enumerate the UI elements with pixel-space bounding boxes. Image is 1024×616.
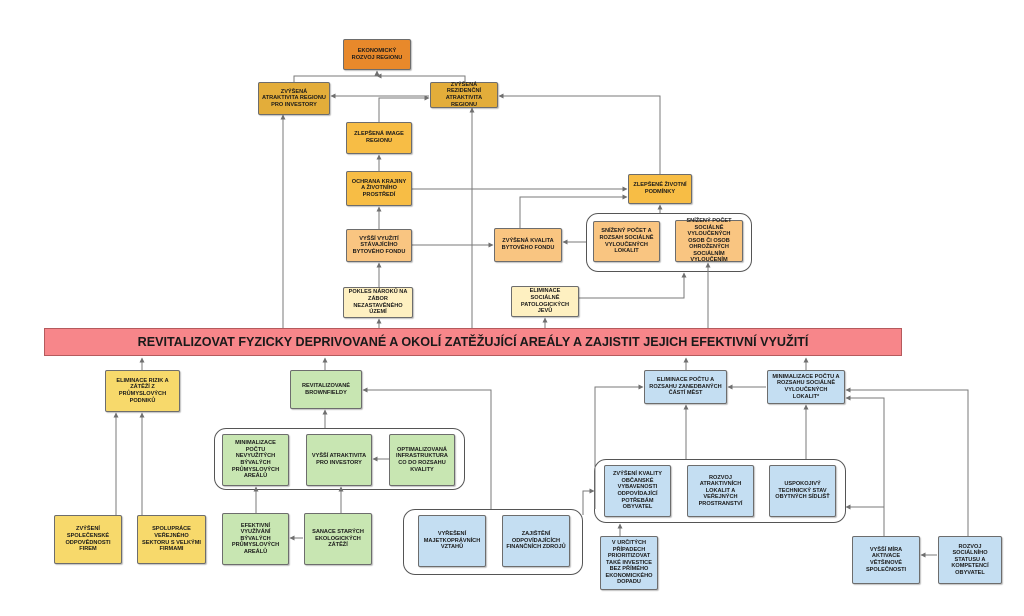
node-eliminace-rizik: ELIMINACE RIZIK A ZÁTĚŽÍ Z PRŮMYSLOVÝCH … <box>105 370 180 412</box>
node-kvalita-vybavenosti: ZVÝŠENÍ KVALITY OBČANSKÉ VYBAVENOSTI ODP… <box>604 465 671 517</box>
arrow-patologickych-to-social-group <box>579 272 687 299</box>
node-rozvoj-socialniho: ROZVOJ SOCIÁLNÍHO STATUSU A KOMPETENCÍ O… <box>938 536 1002 584</box>
arrow-kvalita-to-zivotni <box>519 194 628 228</box>
arrow-mira-to-vyloucenych <box>845 395 885 536</box>
main-goal-banner: REVITALIZOVAT FYZICKY DEPRIVOVANÉ A OKOL… <box>44 328 902 356</box>
node-ochrana-krajiny: OCHRANA KRAJINY A ŽIVOTNÍHO PROSTŘEDÍ <box>346 171 412 206</box>
node-snizeny-osob: SNÍŽENÝ POČET SOCIÁLNĚ VYLOUČENÝCH OSOB … <box>675 218 743 263</box>
node-ekonomicky-rozvoj: EKONOMICKÝ ROZVOJ REGIONU <box>343 39 411 70</box>
arrow-enabling-to-zanedbanych <box>594 384 644 509</box>
node-rozvoj-lokalit: ROZVOJ ATRAKTIVNÍCH LOKALIT A VEŘEJNÝCH … <box>687 465 754 517</box>
node-vyssi-vyuziti: VYŠŠÍ VYUŽITÍ STÁVAJÍCÍHO BYTOVÉHO FONDU <box>346 229 412 262</box>
arrow-image-to-rezidencni <box>378 95 430 122</box>
node-spoluprace: SPOLUPRÁCE VEŘEJNÉHO SEKTORU S VELKÝMI F… <box>137 515 206 564</box>
node-pokles-naroku: POKLES NÁROKŮ NA ZÁBOR NEZASTAVĚNÉHO ÚZE… <box>343 287 413 318</box>
node-mira-aktivace: VYŠŠÍ MÍRA AKTIVACE VĚTŠINOVÉ SPOLEČNOST… <box>852 536 920 584</box>
node-majetkopravni-vztahy: VYŘEŠENÍ MAJETKOPRÁVNÍCH VZTAHŮ <box>418 515 486 567</box>
node-zivotni-podminky: ZLEPŠENÉ ŽIVOTNÍ PODMÍNKY <box>628 174 692 204</box>
arrow-enabling-to-brownfieldy <box>362 387 492 509</box>
node-snizeny-lokalit: SNÍŽENÝ POČET A ROZSAH SOCIÁLNĚ VYLOUČEN… <box>593 221 660 262</box>
node-efektivni-vyuzivani: EFEKTIVNÍ VYUŽÍVÁNÍ BÝVALÝCH PRŮMYSLOVÝC… <box>222 513 289 565</box>
node-atraktivita-investory: ZVÝŠENÁ ATRAKTIVITA REGIONU PRO INVESTOR… <box>258 82 330 115</box>
node-eliminace-patologickych: ELIMINACE SOCIÁLNĚ PATOLOGICKÝCH JEVŮ <box>511 286 579 317</box>
group-social-outcomes <box>586 213 752 272</box>
node-minimalizace-vyloucenych: MINIMALIZACE POČTU A ROZSAHU SOCIÁLNĚ VY… <box>767 370 845 404</box>
node-minimalizace-arealu: MINIMALIZACE POČTU NEVYUŽITÝCH BÝVALÝCH … <box>222 434 289 486</box>
node-image-regionu: ZLEPŠENÁ IMAGE REGIONU <box>346 122 412 154</box>
arrow-rozvoj-to-vyloucenych <box>845 387 969 536</box>
node-kvalita-bytoveho: ZVÝŠENÁ KVALITA BYTOVÉHO FONDU <box>494 228 562 262</box>
node-sanace-zatezi: SANACE STARÝCH EKOLOGICKÝCH ZÁTĚŽÍ <box>304 513 372 565</box>
arrow-rezidencni-to-ekonomicky <box>376 73 466 82</box>
arrow-enabling-to-city-group <box>582 488 595 515</box>
node-eliminace-zanedbanych: ELIMINACE POČTU A ROZSAHU ZANEDBANÝCH ČÁ… <box>644 370 727 404</box>
arrow-investory-to-ekonomicky <box>293 70 380 82</box>
node-financni-zdroje: ZAJIŠTĚNÍ ODPOVÍDAJÍCÍCH FINANČNÍCH ZDRO… <box>502 515 570 567</box>
group-enabling-conditions <box>403 509 583 575</box>
node-technicky-stav: USPOKOJIVÝ TECHNICKÝ STAV OBYTNÝCH SÍDLI… <box>769 465 836 517</box>
arrow-zivotni-to-rezidencni <box>498 93 661 174</box>
node-spolecenska-odpovednost: ZVÝŠENÍ SPOLEČENSKÉ ODPOVĚDNOSTI FIREM <box>54 515 122 564</box>
node-atraktivita-pro-investory: VYŠŠÍ ATRAKTIVITA PRO INVESTORY <box>306 434 372 486</box>
node-prioritizovat-investice: V URČITÝCH PŘÍPADECH PRIORITIZOVAT TAKÉ … <box>600 536 658 590</box>
node-rezidencni-atraktivita: ZVÝŠENÁ REZIDENČNÍ ATRAKTIVITA REGIONU <box>430 82 498 108</box>
node-optimalizovana-infrastruktura: OPTIMALIZOVANÁ INFRASTRUKTURA CO DO ROZS… <box>389 434 455 486</box>
node-revitalizovane-brownfieldy: REVITALIZOVANÉ BROWNFIELDY <box>290 370 362 409</box>
